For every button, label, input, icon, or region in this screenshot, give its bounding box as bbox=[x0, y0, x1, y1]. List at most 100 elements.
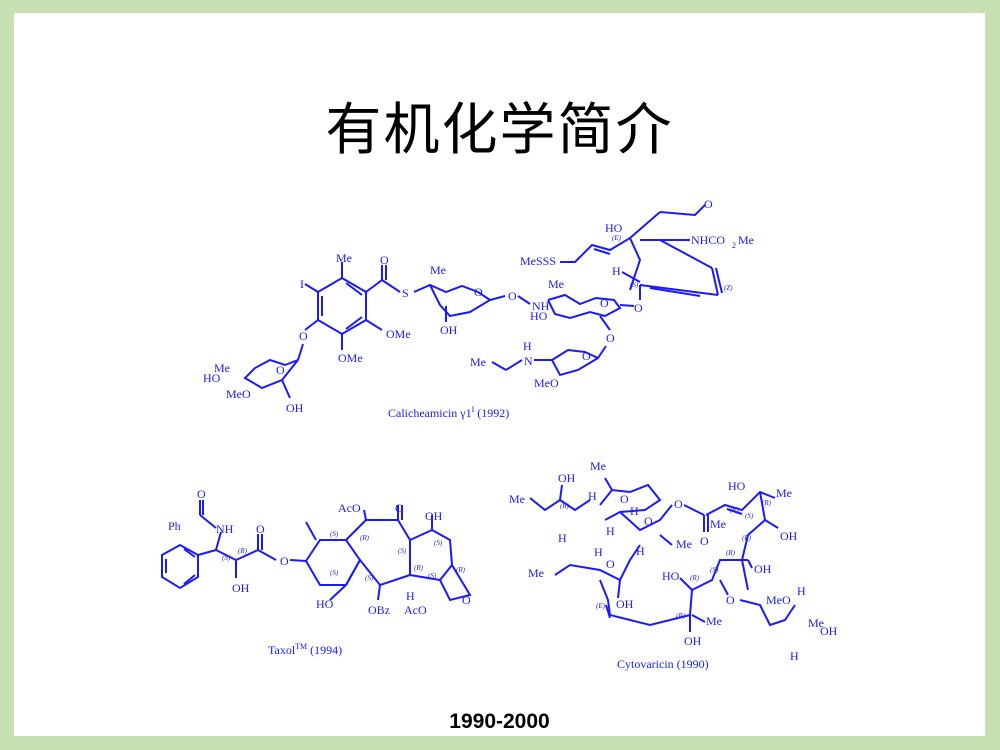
svg-text:(R): (R) bbox=[742, 534, 752, 542]
svg-text:(R): (R) bbox=[560, 502, 570, 510]
svg-text:OBz: OBz bbox=[368, 603, 390, 617]
svg-text:(R): (R) bbox=[456, 566, 466, 574]
svg-text:O: O bbox=[508, 289, 517, 303]
svg-text:MeO: MeO bbox=[226, 387, 251, 401]
svg-text:OH: OH bbox=[754, 562, 772, 576]
svg-text:O: O bbox=[726, 593, 735, 607]
svg-text:AcO: AcO bbox=[338, 501, 361, 515]
svg-text:(S): (S) bbox=[222, 554, 231, 562]
svg-text:O: O bbox=[380, 253, 389, 267]
svg-text:MeO: MeO bbox=[534, 376, 559, 390]
svg-text:(R): (R) bbox=[690, 574, 700, 582]
svg-text:H: H bbox=[558, 531, 567, 545]
svg-text:OH: OH bbox=[558, 471, 576, 485]
svg-text:Me: Me bbox=[470, 355, 486, 369]
svg-text:OMe: OMe bbox=[386, 327, 411, 341]
taxol-structure: NH O Ph OH O O O AcO OH bbox=[161, 487, 472, 657]
svg-text:H: H bbox=[606, 524, 615, 538]
svg-text:(R): (R) bbox=[762, 499, 772, 507]
cytovaricin-structure: Me OH H O Me H O H O O HO Me Me OH bbox=[509, 459, 838, 671]
svg-text:Me: Me bbox=[808, 616, 824, 630]
svg-text:(S): (S) bbox=[745, 512, 754, 520]
svg-text:O: O bbox=[582, 349, 591, 363]
svg-text:MeO: MeO bbox=[766, 593, 791, 607]
svg-text:O: O bbox=[634, 301, 643, 315]
slide: 有机化学简介 Me I O S OMe OMe O O bbox=[14, 13, 985, 736]
svg-text:(R): (R) bbox=[360, 534, 370, 542]
svg-text:(E): (E) bbox=[612, 234, 622, 242]
svg-text:Me: Me bbox=[706, 614, 722, 628]
svg-text:O: O bbox=[704, 197, 713, 211]
svg-text:AcO: AcO bbox=[404, 603, 427, 617]
calicheamicin-structure: Me I O S OMe OMe O O Me HO MeO OH O bbox=[203, 197, 754, 420]
svg-text:OH: OH bbox=[286, 401, 304, 415]
svg-text:(S): (S) bbox=[365, 574, 374, 582]
svg-text:O: O bbox=[280, 554, 289, 568]
svg-text:O: O bbox=[462, 593, 471, 607]
svg-text:HO: HO bbox=[605, 221, 623, 235]
svg-text:(S): (S) bbox=[630, 281, 639, 289]
svg-text:O: O bbox=[700, 534, 709, 548]
svg-text:Me: Me bbox=[214, 361, 230, 375]
svg-text:O: O bbox=[644, 514, 653, 528]
svg-text:HO: HO bbox=[728, 479, 746, 493]
slide-title: 有机化学简介 bbox=[325, 98, 674, 163]
svg-text:Me: Me bbox=[738, 233, 754, 247]
svg-text:NH: NH bbox=[216, 522, 234, 536]
svg-text:O: O bbox=[674, 497, 683, 511]
svg-text:NHCO: NHCO bbox=[691, 233, 725, 247]
svg-text:Me: Me bbox=[430, 263, 446, 277]
svg-text:HO: HO bbox=[662, 569, 680, 583]
svg-text:H: H bbox=[636, 544, 645, 558]
svg-text:OH: OH bbox=[232, 581, 250, 595]
svg-text:O: O bbox=[299, 329, 308, 343]
svg-text:H: H bbox=[790, 649, 799, 663]
svg-text:(S): (S) bbox=[710, 566, 719, 574]
svg-text:O: O bbox=[606, 557, 615, 571]
svg-text:Me: Me bbox=[528, 566, 544, 580]
svg-text:S: S bbox=[402, 286, 409, 300]
svg-text:O: O bbox=[474, 285, 483, 299]
svg-text:Me: Me bbox=[676, 537, 692, 551]
svg-text:Me: Me bbox=[710, 517, 726, 531]
svg-text:OH: OH bbox=[820, 624, 838, 638]
svg-text:(E): (E) bbox=[730, 506, 740, 514]
svg-text:OH: OH bbox=[425, 509, 443, 523]
svg-text:H: H bbox=[612, 264, 621, 278]
svg-text:OH: OH bbox=[684, 634, 702, 648]
svg-text:H: H bbox=[406, 589, 415, 603]
svg-text:OH: OH bbox=[616, 597, 634, 611]
svg-text:Me: Me bbox=[590, 459, 606, 473]
svg-text:O: O bbox=[620, 492, 629, 506]
svg-text:(S): (S) bbox=[330, 569, 339, 577]
svg-text:(R): (R) bbox=[726, 549, 736, 557]
svg-text:(S): (S) bbox=[330, 530, 339, 538]
svg-text:H: H bbox=[594, 545, 603, 559]
svg-text:Me: Me bbox=[776, 486, 792, 500]
svg-text:(E): (E) bbox=[596, 602, 606, 610]
svg-text:OH: OH bbox=[780, 529, 798, 543]
svg-text:Ph: Ph bbox=[168, 519, 181, 533]
svg-text:(S): (S) bbox=[434, 539, 443, 547]
svg-text:HO: HO bbox=[203, 371, 221, 385]
taxol-caption: TaxolTM (1994) bbox=[268, 642, 342, 657]
svg-text:NH: NH bbox=[532, 299, 550, 313]
svg-text:O: O bbox=[256, 522, 265, 536]
svg-text:2: 2 bbox=[732, 241, 736, 250]
svg-text:(R): (R) bbox=[676, 612, 686, 620]
svg-text:OH: OH bbox=[440, 323, 458, 337]
cytovaricin-caption: Cytovaricin (1990) bbox=[617, 657, 709, 671]
svg-text:H: H bbox=[630, 504, 639, 518]
svg-text:O: O bbox=[197, 487, 206, 501]
svg-text:(S): (S) bbox=[428, 572, 437, 580]
calicheamicin-caption: Calicheamicin γ1I (1992) bbox=[388, 405, 509, 420]
svg-text:OMe: OMe bbox=[338, 351, 363, 365]
svg-text:I: I bbox=[300, 277, 304, 291]
svg-text:(Z): (Z) bbox=[724, 284, 733, 292]
svg-text:H: H bbox=[797, 584, 806, 598]
svg-text:O: O bbox=[395, 501, 404, 515]
svg-text:HO: HO bbox=[530, 309, 548, 323]
svg-text:H: H bbox=[523, 339, 532, 353]
svg-text:O: O bbox=[606, 331, 615, 345]
svg-text:(R): (R) bbox=[414, 564, 424, 572]
